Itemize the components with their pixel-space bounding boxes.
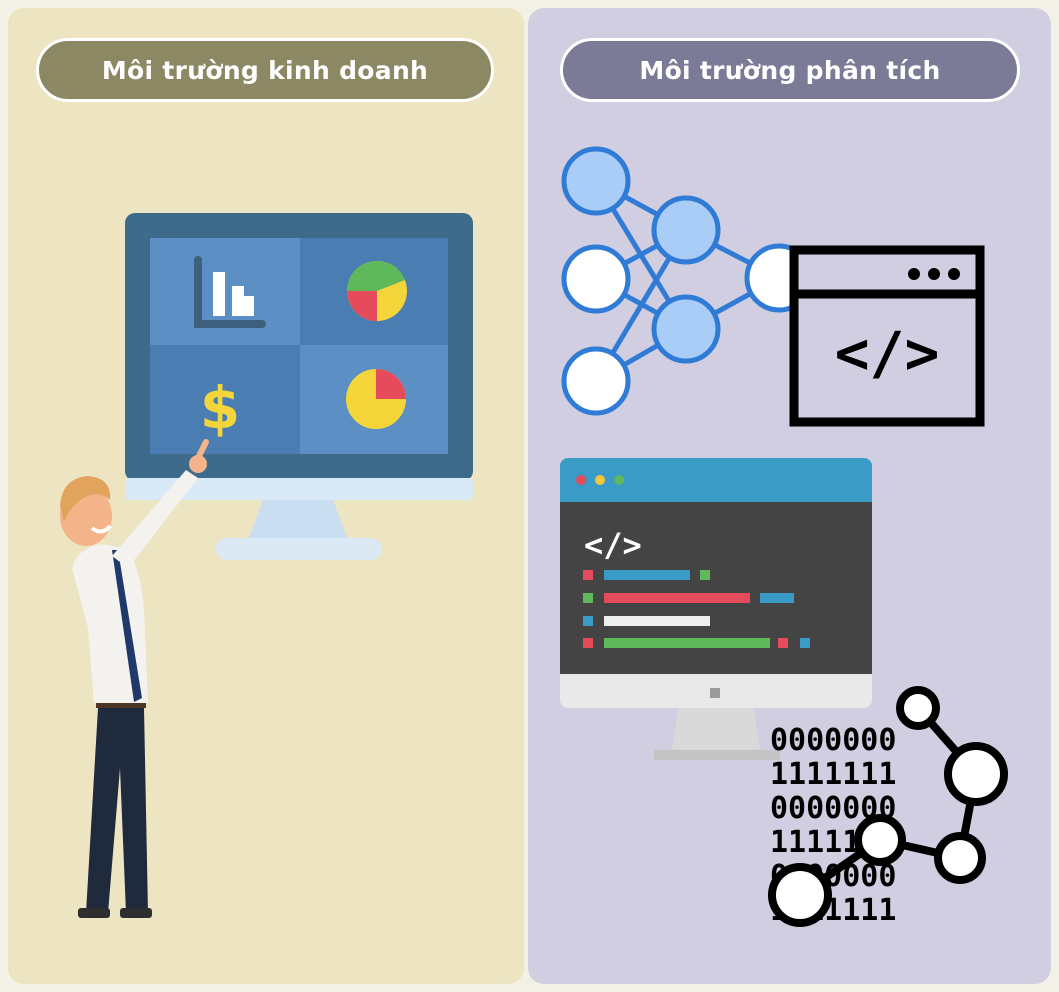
bar-chart-icon [194,256,266,328]
businessman-figure [60,439,209,918]
svg-text:1111111: 1111111 [770,757,896,792]
business-illustration: $ [60,213,473,918]
code-editor-monitor: </> [560,458,872,760]
code-tag-icon: </> [584,526,642,564]
pie-chart-icon [346,369,406,429]
analytics-environment-title: Môi trường phân tích [560,38,1020,102]
code-window-icon: </> [789,245,985,427]
neural-network-icon [561,146,814,416]
pie-chart-icon [347,260,407,321]
graph-network-icon [768,686,1008,927]
business-environment-panel: Môi trường kinh doanh [8,8,524,984]
code-tag-icon: </> [835,319,940,387]
dashboard-monitor [125,213,473,560]
svg-text:0000000: 0000000 [770,723,896,758]
business-environment-title: Môi trường kinh doanh [36,38,494,102]
dollar-icon: $ [200,374,240,442]
analytics-illustration: </> </> [560,146,1008,928]
analytics-environment-panel: Môi trường phân tích [528,8,1051,984]
